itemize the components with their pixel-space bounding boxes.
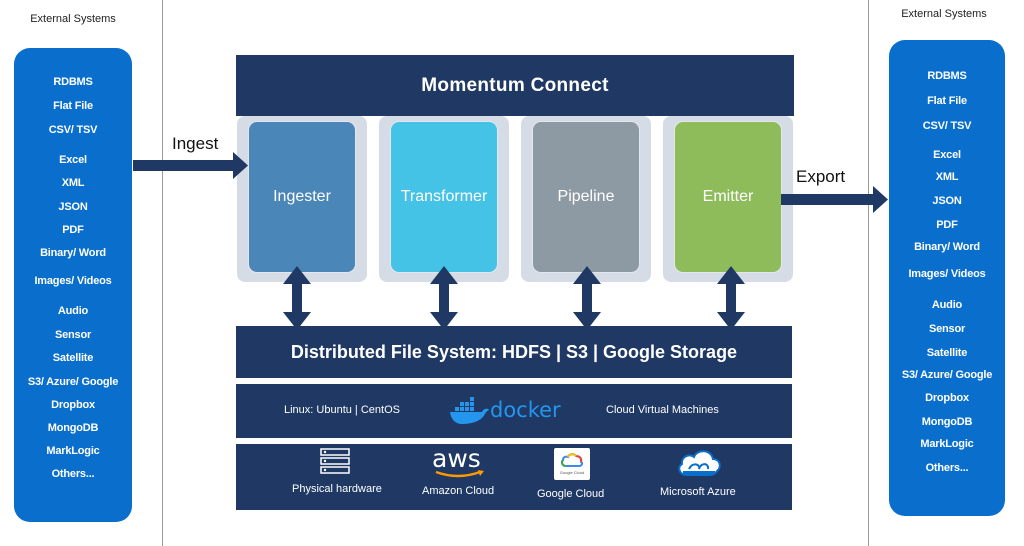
pipeline-module: Pipeline — [533, 122, 639, 272]
left-ext-item: Others... — [51, 468, 95, 480]
right-ext-item: XML — [935, 171, 959, 183]
transformer-module: Transformer — [391, 122, 497, 272]
left-ext-item: PDF — [62, 224, 84, 236]
right-external-systems-panel: RDBMS Flat File CSV/ TSV Excel XML JSON … — [889, 40, 1005, 516]
left-ext-item: Dropbox — [51, 399, 95, 411]
distributed-file-system-bar: Distributed File System: HDFS | S3 | Goo… — [236, 326, 792, 378]
left-ext-item: Sensor — [54, 329, 92, 341]
runtime-bar: Linux: Ubuntu | CentOS docker Cloud Virt… — [236, 384, 792, 438]
left-ext-item: Excel — [59, 154, 87, 166]
left-ext-item: Audio — [57, 305, 89, 317]
left-ext-item: Binary/ Word — [40, 247, 106, 259]
double-arrow-icon — [717, 266, 745, 330]
left-ext-item: Flat File — [53, 100, 93, 112]
google-cloud-logo-icon: Google Cloud — [554, 448, 590, 480]
left-ext-item: S3/ Azure/ Google — [27, 376, 119, 388]
right-ext-item: Flat File — [927, 95, 967, 107]
left-external-systems-panel: RDBMS Flat File CSV/ TSV Excel XML JSON … — [14, 48, 132, 522]
docker-logo: docker — [448, 396, 561, 426]
left-divider-line — [162, 0, 163, 546]
right-ext-item: PDF — [936, 219, 958, 231]
dfs-label: Distributed File System: HDFS | S3 | Goo… — [290, 341, 738, 362]
physical-hardware-label: Physical hardware — [292, 483, 382, 495]
ingester-module: Ingester — [249, 122, 355, 272]
right-ext-item: MongoDB — [921, 416, 973, 428]
google-cloud-label: Google Cloud — [537, 488, 605, 500]
left-ext-item: JSON — [58, 201, 88, 213]
export-arrow-icon — [781, 186, 888, 213]
right-ext-item: S3/ Azure/ Google — [901, 369, 993, 381]
ingest-label: Ingest — [172, 134, 219, 153]
left-ext-item: MongoDB — [47, 422, 99, 434]
right-ext-item: Audio — [931, 299, 963, 311]
right-ext-item: CSV/ TSV — [922, 120, 972, 132]
amazon-cloud-label: Amazon Cloud — [422, 485, 495, 497]
left-ext-item: MarkLogic — [46, 445, 100, 457]
left-ext-item: Satellite — [52, 352, 94, 364]
infrastructure-bar: Physical hardware aws Amazon Cloud Googl… — [236, 444, 792, 510]
microsoft-azure-label: Microsoft Azure — [660, 486, 736, 498]
azure-cloud-icon — [678, 450, 721, 476]
google-cloud-logo-text: Google Cloud — [559, 470, 585, 475]
platform-title: Momentum Connect — [421, 74, 609, 96]
left-ext-item: CSV/ TSV — [48, 124, 98, 136]
aws-logo-icon: aws — [432, 444, 486, 478]
right-ext-item: Excel — [933, 149, 961, 161]
ingester-label: Ingester — [273, 188, 331, 205]
right-ext-item: Sensor — [928, 323, 966, 335]
transformer-label: Transformer — [400, 188, 488, 205]
left-ext-item: Images/ Videos — [34, 275, 112, 287]
aws-logo-text: aws — [432, 444, 481, 473]
docker-whale-icon — [450, 397, 489, 424]
right-ext-item: Satellite — [926, 347, 968, 359]
left-external-systems-title: External Systems — [30, 13, 116, 25]
os-label: Linux: Ubuntu | CentOS — [284, 404, 400, 416]
pipeline-label: Pipeline — [557, 188, 615, 205]
emitter-module: Emitter — [675, 122, 781, 272]
docker-label: docker — [490, 398, 561, 422]
right-ext-item: Dropbox — [925, 392, 969, 404]
right-ext-item: Others... — [925, 462, 969, 474]
right-divider-line — [868, 0, 869, 546]
right-external-systems-title: External Systems — [901, 8, 987, 20]
double-arrow-icon — [283, 266, 311, 330]
ingest-arrow-icon — [133, 152, 248, 179]
double-arrow-icon — [430, 266, 458, 330]
left-ext-item: RDBMS — [53, 76, 93, 88]
server-icon — [320, 448, 350, 474]
right-ext-item: JSON — [932, 195, 962, 207]
emitter-label: Emitter — [702, 188, 754, 205]
right-ext-item: MarkLogic — [920, 438, 974, 450]
left-ext-item: XML — [61, 177, 85, 189]
right-ext-item: Binary/ Word — [914, 241, 980, 253]
right-ext-item: Images/ Videos — [908, 268, 986, 280]
vms-label: Cloud Virtual Machines — [606, 404, 719, 416]
right-ext-item: RDBMS — [927, 70, 967, 82]
platform-title-bar: Momentum Connect — [236, 55, 794, 116]
export-label: Export — [796, 167, 846, 186]
double-arrow-icon — [573, 266, 601, 330]
